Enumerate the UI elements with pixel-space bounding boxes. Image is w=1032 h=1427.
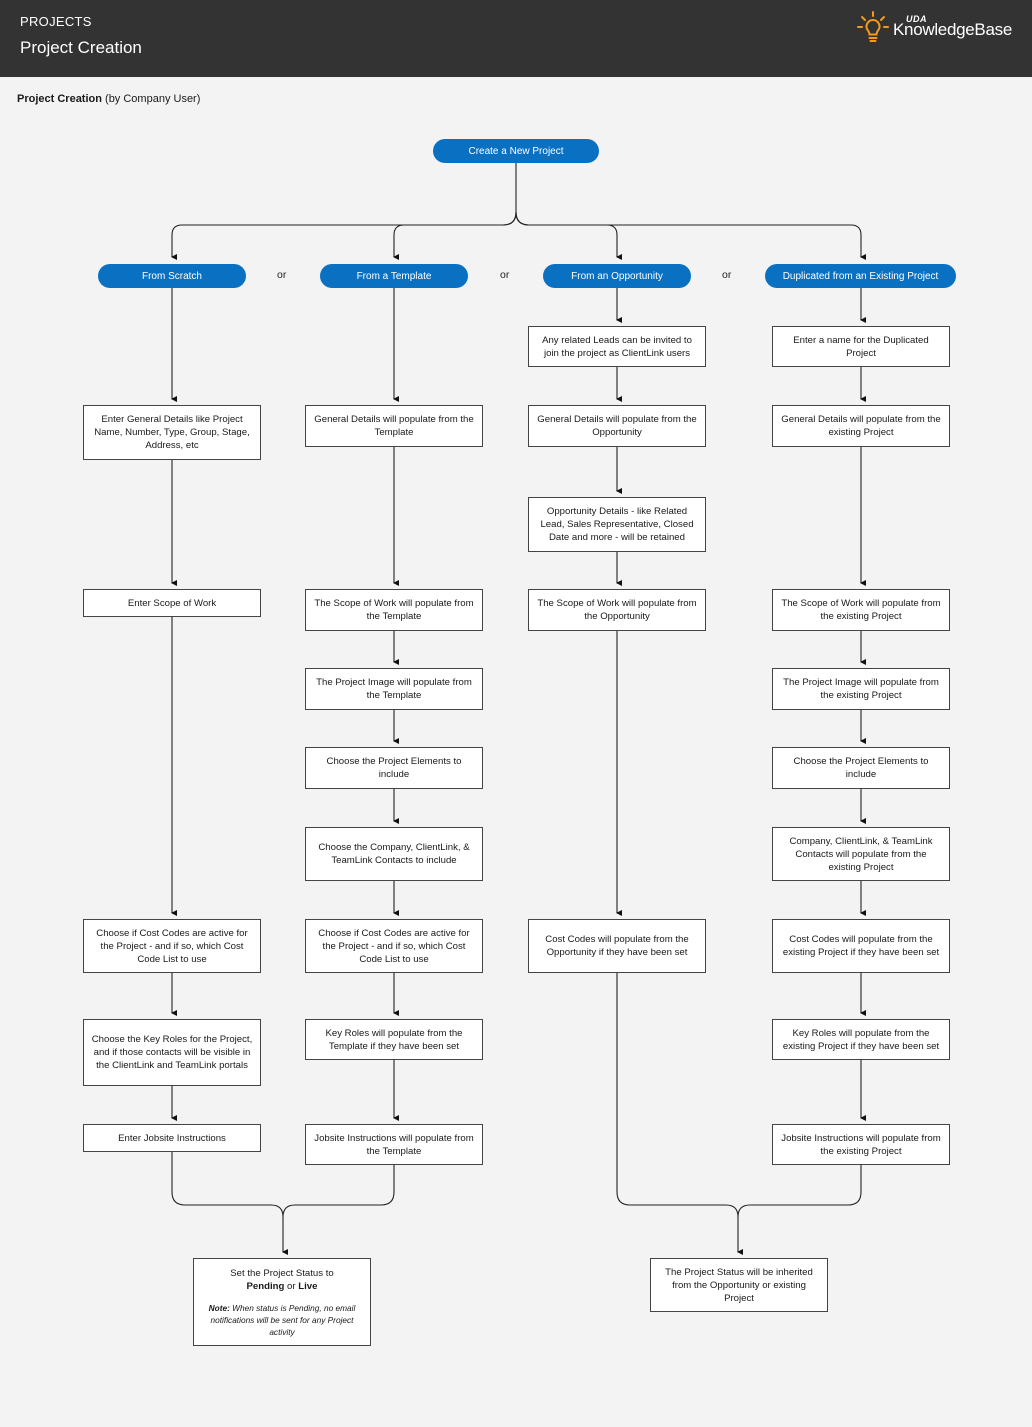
- logo-uda-text: UDA: [906, 14, 927, 24]
- step-box: Choose the Project Elements to include: [772, 747, 950, 789]
- step-box: Enter General Details like Project Name,…: [83, 405, 261, 460]
- step-box: Choose the Key Roles for the Project, an…: [83, 1019, 261, 1086]
- step-box: The Scope of Work will populate from the…: [528, 589, 706, 631]
- page-header: PROJECTS Project Creation UDA KnowledgeB…: [0, 0, 1032, 77]
- step-box: Opportunity Details - like Related Lead,…: [528, 497, 706, 552]
- step-box: Enter a name for the Duplicated Project: [772, 326, 950, 367]
- duplicated-project-node: Duplicated from an Existing Project: [765, 264, 956, 288]
- set-project-status-box: Set the Project Status to Pending or Liv…: [193, 1258, 371, 1346]
- from-template-node: From a Template: [320, 264, 468, 288]
- or-label: or: [500, 269, 510, 281]
- inherited-status-box: The Project Status will be inherited fro…: [650, 1258, 828, 1312]
- step-box: Choose the Company, ClientLink, & TeamLi…: [305, 827, 483, 881]
- page-title: Project Creation: [20, 38, 142, 57]
- status-note: Note: When status is Pending, no email n…: [208, 1302, 356, 1337]
- from-scratch-node: From Scratch: [98, 264, 246, 288]
- step-box: Jobsite Instructions will populate from …: [305, 1124, 483, 1165]
- step-box: General Details will populate from the e…: [772, 405, 950, 447]
- from-opportunity-node: From an Opportunity: [543, 264, 691, 288]
- step-box: Key Roles will populate from the Templat…: [305, 1019, 483, 1060]
- step-box: Choose if Cost Codes are active for the …: [83, 919, 261, 973]
- step-box: The Scope of Work will populate from the…: [772, 589, 950, 631]
- step-box: The Project Image will populate from the…: [772, 668, 950, 710]
- step-box: Company, ClientLink, & TeamLink Contacts…: [772, 827, 950, 881]
- status-options: Pending or Live: [246, 1280, 318, 1292]
- diagram-subtitle: Project Creation (by Company User): [17, 93, 201, 105]
- step-box: Enter Scope of Work: [83, 589, 261, 617]
- step-box: The Project Image will populate from the…: [305, 668, 483, 710]
- step-box: The Scope of Work will populate from the…: [305, 589, 483, 631]
- logo-knowledgebase-text: KnowledgeBase: [893, 20, 1012, 39]
- step-box: Cost Codes will populate from the Opport…: [528, 919, 706, 973]
- step-box: Enter Jobsite Instructions: [83, 1124, 261, 1152]
- step-box: Choose the Project Elements to include: [305, 747, 483, 789]
- knowledge-base-logo[interactable]: UDA KnowledgeBase: [856, 10, 1026, 50]
- section-label: PROJECTS: [20, 14, 92, 29]
- step-box: Choose if Cost Codes are active for the …: [305, 919, 483, 973]
- step-box: General Details will populate from the T…: [305, 405, 483, 447]
- step-box: Cost Codes will populate from the existi…: [772, 919, 950, 973]
- create-new-project-node: Create a New Project: [433, 139, 599, 163]
- status-line: Set the Project Status to: [230, 1267, 334, 1279]
- lightbulb-icon: [857, 11, 889, 42]
- step-box: Key Roles will populate from the existin…: [772, 1019, 950, 1060]
- step-box: Any related Leads can be invited to join…: [528, 326, 706, 367]
- or-label: or: [277, 269, 287, 281]
- step-box: Jobsite Instructions will populate from …: [772, 1124, 950, 1165]
- or-label: or: [722, 269, 732, 281]
- step-box: General Details will populate from the O…: [528, 405, 706, 447]
